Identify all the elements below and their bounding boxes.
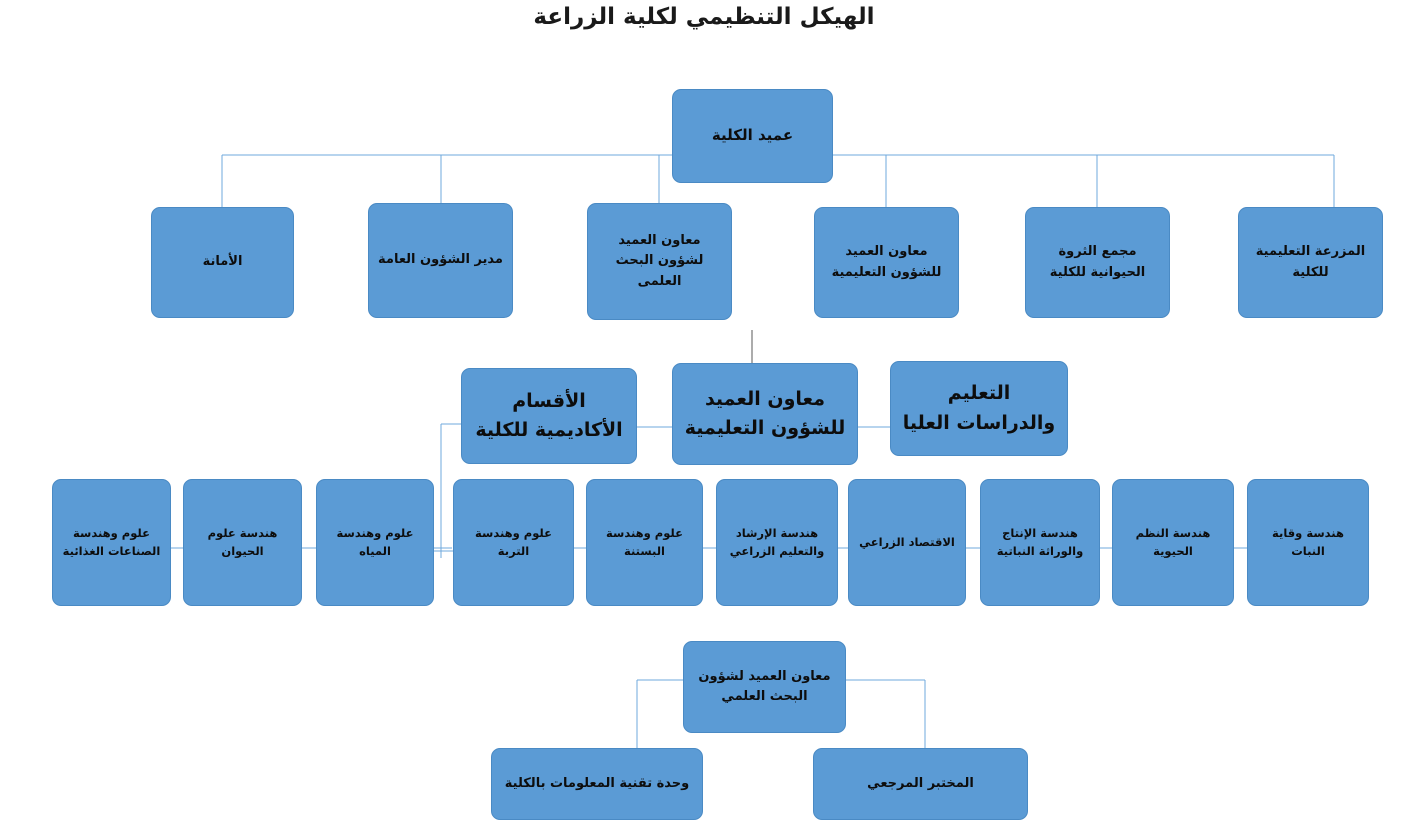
node-department-label: هندسة الإنتاج والوراثة النباتية	[996, 525, 1084, 558]
node-department-label: علوم وهندسة الصناعات الغذائية	[62, 525, 161, 558]
node-department-label: علوم وهندسة المياه	[336, 525, 414, 558]
node-general-affairs-director-label: مدير الشؤون العامة	[378, 252, 503, 268]
node-vice-dean-education-top-label: معاون العميد للشؤون التعليمية	[831, 244, 942, 280]
node-vice-dean-education-top[interactable]: معاون العميد للشؤون التعليمية	[814, 207, 959, 318]
node-vice-dean-education-branch[interactable]: معاون العميد للشؤون التعليمية	[672, 363, 858, 465]
node-department[interactable]: الاقتصاد الزراعي	[848, 479, 966, 606]
node-department-label: هندسة وقاية النبات	[1272, 525, 1344, 558]
node-secretariat[interactable]: الأمانة	[151, 207, 294, 318]
node-vice-dean-education-branch-label: معاون العميد للشؤون التعليمية	[684, 387, 846, 439]
node-department-label: هندسة النظم الحيوية	[1135, 525, 1211, 558]
node-vice-dean-research-top-label: معاون العميد لشؤون البحث العلمى	[615, 233, 704, 289]
node-department[interactable]: هندسة الإنتاج والوراثة النباتية	[980, 479, 1100, 606]
node-general-affairs-director[interactable]: مدير الشؤون العامة	[368, 203, 513, 318]
node-secretariat-label: الأمانة	[202, 254, 243, 270]
node-department-label: علوم وهندسة التربة	[475, 525, 552, 558]
node-department[interactable]: علوم وهندسة التربة	[453, 479, 574, 606]
node-department-label: هندسة علوم الحيوان	[207, 525, 278, 558]
node-reference-lab[interactable]: المختبر المرجعي	[813, 748, 1028, 820]
node-department[interactable]: هندسة وقاية النبات	[1247, 479, 1369, 606]
node-animal-wealth-complex-label: مجمع الثروة الحيوانية للكلية	[1049, 244, 1146, 280]
node-animal-wealth-complex[interactable]: مجمع الثروة الحيوانية للكلية	[1025, 207, 1170, 318]
page-title: الهيكل التنظيمي لكلية الزراعة	[533, 4, 875, 30]
node-it-unit-label: وحدة تقنية المعلومات بالكلية	[504, 775, 690, 791]
node-academic-departments[interactable]: الأقسام الأكاديمية للكلية	[461, 368, 637, 464]
node-department[interactable]: علوم وهندسة البستنة	[586, 479, 703, 606]
node-department[interactable]: هندسة علوم الحيوان	[183, 479, 302, 606]
node-department[interactable]: هندسة الإرشاد والتعليم الزراعي	[716, 479, 838, 606]
node-it-unit[interactable]: وحدة تقنية المعلومات بالكلية	[491, 748, 703, 820]
node-education-graduate-studies-label: التعليم والدراسات العليا	[902, 382, 1056, 434]
node-academic-departments-label: الأقسام الأكاديمية للكلية	[475, 389, 623, 441]
node-vice-dean-research-branch[interactable]: معاون العميد لشؤون البحث العلمي	[683, 641, 846, 733]
node-department-label: هندسة الإرشاد والتعليم الزراعي	[729, 525, 825, 558]
node-reference-lab-label: المختبر المرجعي	[867, 775, 974, 791]
node-dean-label: عميد الكلية	[711, 126, 794, 145]
node-department[interactable]: هندسة النظم الحيوية	[1112, 479, 1234, 606]
node-department-label: علوم وهندسة البستنة	[606, 525, 683, 558]
node-dean[interactable]: عميد الكلية	[672, 89, 833, 183]
node-educational-farm[interactable]: المزرعة التعليمية للكلية	[1238, 207, 1383, 318]
node-vice-dean-research-top[interactable]: معاون العميد لشؤون البحث العلمى	[587, 203, 732, 320]
node-department-label: الاقتصاد الزراعي	[859, 534, 955, 549]
node-educational-farm-label: المزرعة التعليمية للكلية	[1255, 244, 1366, 280]
node-department[interactable]: علوم وهندسة المياه	[316, 479, 434, 606]
node-education-graduate-studies[interactable]: التعليم والدراسات العليا	[890, 361, 1068, 456]
node-vice-dean-research-branch-label: معاون العميد لشؤون البحث العلمي	[698, 668, 831, 704]
node-department[interactable]: علوم وهندسة الصناعات الغذائية	[52, 479, 171, 606]
